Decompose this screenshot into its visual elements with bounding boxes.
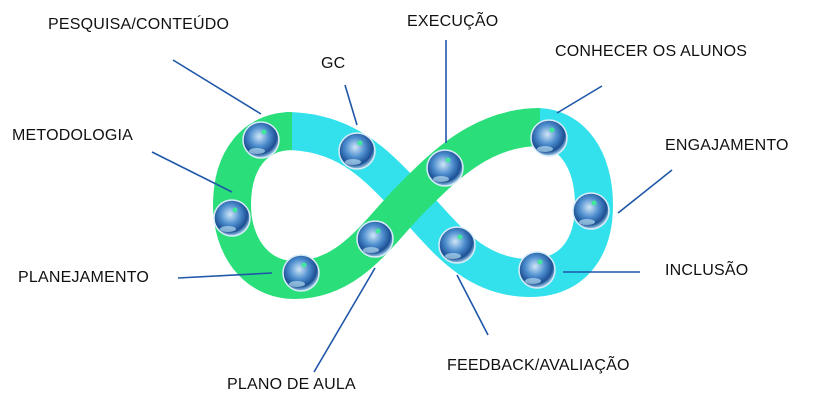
bubble [426, 149, 464, 187]
label-execucao: EXECUÇÃO [407, 13, 499, 30]
bubbles [213, 119, 610, 292]
bubble [438, 226, 476, 264]
label-gc: GC [321, 55, 346, 72]
label-metodologia: METODOLOGIA [12, 127, 134, 144]
bubble [282, 254, 320, 292]
bubble [338, 132, 376, 170]
bubble [530, 119, 568, 157]
bubble [356, 220, 394, 258]
label-feedback: FEEDBACK/AVALIAÇÃO [447, 357, 630, 374]
bubble [518, 251, 556, 289]
label-plano-de-aula: PLANO DE AULA [227, 376, 356, 393]
bubble [572, 192, 610, 230]
label-conhecer-alunos: CONHECER OS ALUNOS [555, 43, 748, 60]
label-inclusao: INCLUSÃO [665, 262, 749, 279]
bubble [242, 121, 280, 159]
bubble [213, 199, 251, 237]
connector-lines [151, 40, 673, 373]
label-engajamento: ENGAJAMENTO [665, 137, 789, 154]
label-pesquisa: PESQUISA/CONTEÚDO [48, 16, 230, 33]
label-planejamento: PLANEJAMENTO [18, 269, 150, 286]
